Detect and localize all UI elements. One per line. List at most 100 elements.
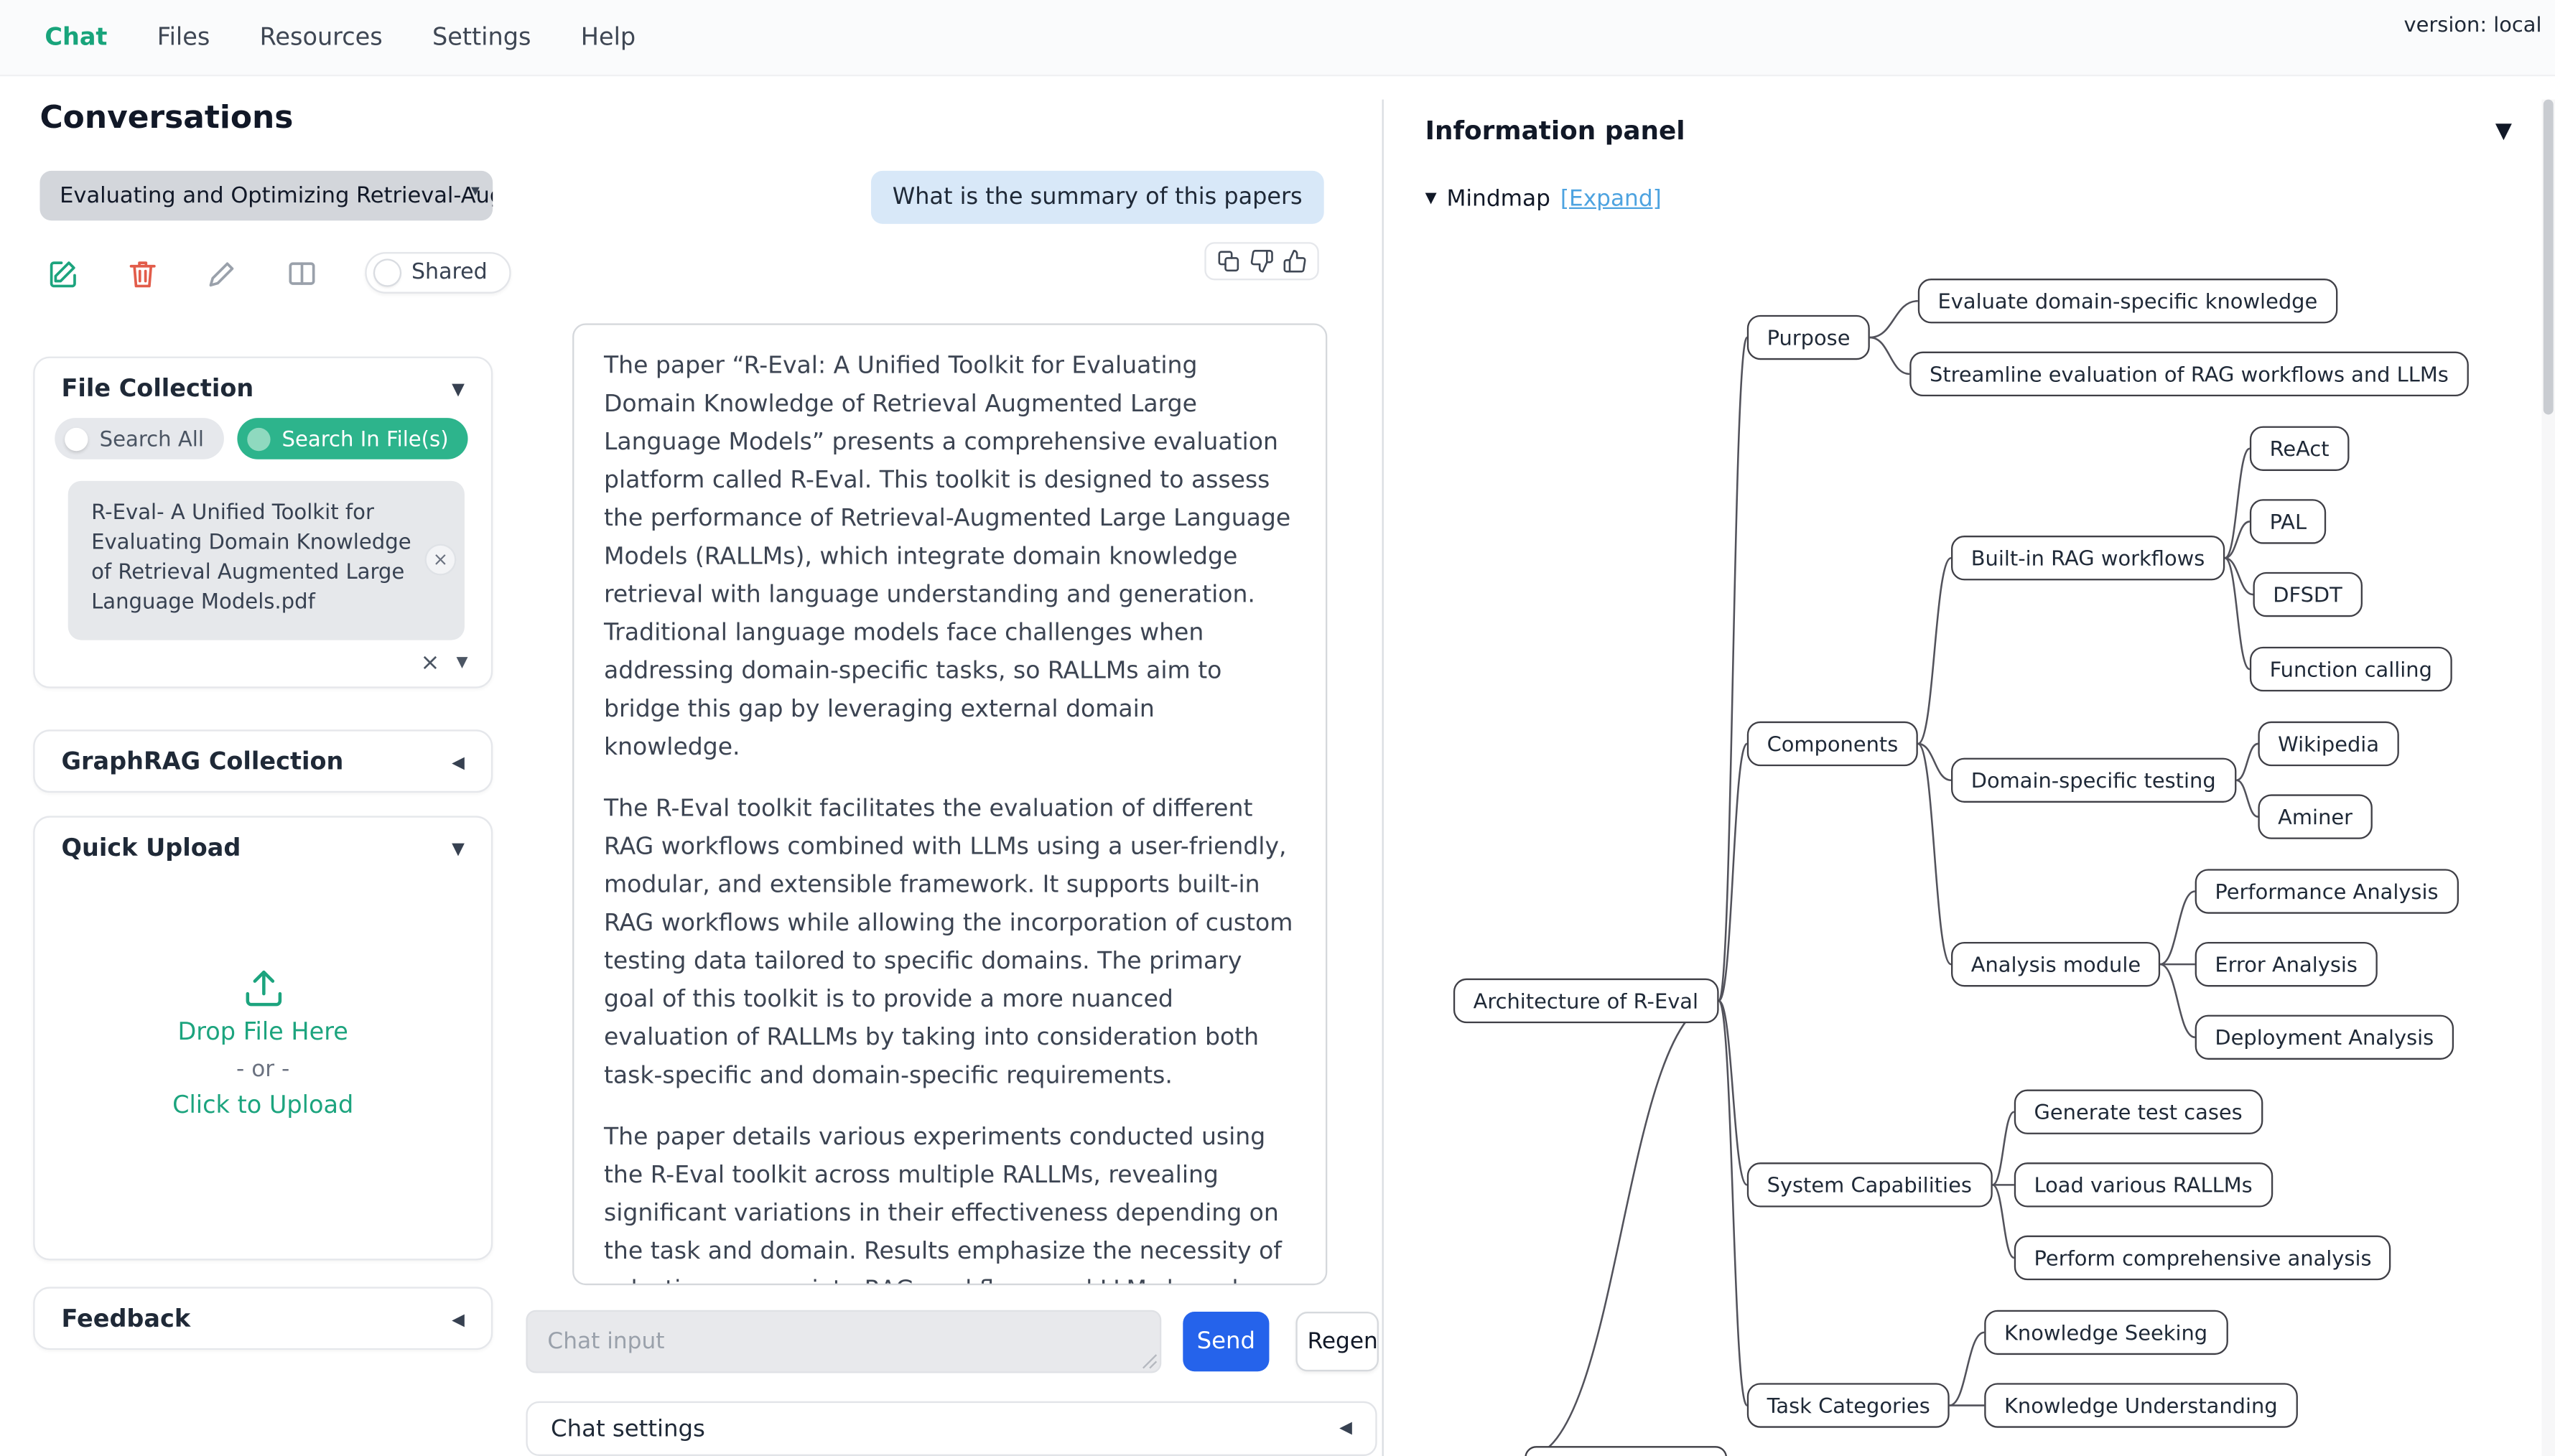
mindmap-node-p2[interactable]: Streamline evaluation of RAG workflows a… [1909,351,2469,397]
search-in-files-option[interactable]: Search In File(s) [237,418,469,459]
shared-toggle[interactable]: Shared [365,252,511,294]
graphrag-header[interactable]: GraphRAG Collection ◀ [35,732,491,795]
rename-icon[interactable] [205,256,238,289]
feedback-title: Feedback [61,1307,191,1334]
information-panel-header: Information panel ▼ [1425,116,2512,146]
file-collection-title: File Collection [61,376,254,403]
chat-settings-bar[interactable]: Chat settings ◀ [526,1401,1377,1456]
graphrag-title: GraphRAG Collection [61,750,344,776]
copy-icon[interactable] [1216,248,1242,274]
mindmap: Architecture of R-Eval Purpose Evaluate do… [1404,100,2555,1456]
feedback-panel: Feedback ◀ [33,1287,493,1350]
user-message: What is the summary of this papers [870,170,1324,224]
chat-input-row: Send Regen [526,1310,1379,1373]
file-dropdown-icon[interactable]: ▼ [456,655,468,672]
mindmap-node-components[interactable]: Components [1746,721,1919,767]
mindmap-node-am[interactable]: Analysis module [1951,941,2161,987]
top-navbar: Chat Files Resources Settings Help [0,0,2555,77]
mindmap-node-ks[interactable]: Knowledge Seeking [1984,1310,2228,1355]
graphrag-panel: GraphRAG Collection ◀ [33,729,493,793]
upload-dropzone[interactable]: Drop File Here - or - Click to Upload [35,967,491,1120]
collapse-left-icon[interactable]: ◀ [452,753,465,773]
click-to-upload-link[interactable]: Click to Upload [172,1093,354,1120]
quick-upload-panel: Quick Upload ▼ Drop File Here - or - Cli… [33,816,493,1261]
mindmap-node-ku[interactable]: Knowledge Understanding [1984,1383,2298,1428]
search-all-option[interactable]: Search All [55,418,224,459]
conversation-item[interactable]: Evaluating and Optimizing Retrieval-Augm… [39,170,493,221]
mindmap-node-p1[interactable]: Evaluate domain-specific knowledge [1917,279,2338,324]
upload-icon [245,970,281,1007]
feedback-header[interactable]: Feedback ◀ [35,1289,491,1352]
mindmap-node-rag[interactable]: Built-in RAG workflows [1951,536,2225,581]
chevron-down-icon: ▾ [471,182,480,201]
collapse-down-icon[interactable]: ▼ [1425,190,1437,207]
clear-selection-icon[interactable]: × [420,650,440,677]
mindmap-node-fc[interactable]: Function calling [2249,646,2452,692]
mindmap-node-tc[interactable]: Task Categories [1746,1383,1950,1428]
remove-file-icon[interactable]: × [426,545,455,574]
mindmap-node-sc[interactable]: System Capabilities [1746,1162,1992,1208]
nav-item-help[interactable]: Help [580,24,636,51]
delete-conversation-icon[interactable] [126,256,159,289]
sidebar: Conversations Evaluating and Optimizing … [33,100,511,1456]
message-actions [1204,242,1319,281]
shared-toggle-label: Shared [411,260,488,286]
chat-input[interactable] [526,1310,1162,1373]
radio-dot [65,426,88,451]
mindmap-node-dfsdt[interactable]: DFSDT [2253,571,2363,617]
mindmap-expand-link[interactable]: [Expand] [1560,185,1662,213]
nav-item-settings[interactable]: Settings [432,24,531,51]
file-collection-panel: File Collection ▼ Search All Search In F… [33,356,493,689]
split-view-icon[interactable] [285,256,318,289]
mindmap-node-perf[interactable]: Performance Analysis [2195,869,2459,914]
collapse-down-icon[interactable]: ▼ [452,839,465,859]
file-collection-header[interactable]: File Collection ▼ [35,358,491,421]
quick-upload-title: Quick Upload [61,836,241,863]
mindmap-node-root[interactable]: Architecture of R-Eval [1453,978,1718,1024]
conversation-item-label: Evaluating and Optimizing Retrieval-Augm [60,183,493,208]
search-all-label: Search All [99,426,204,452]
nav-item-resources[interactable]: Resources [259,24,383,51]
new-chat-icon[interactable] [47,256,80,289]
scrollbar-track[interactable] [2541,99,2555,1456]
information-panel-title: Information panel [1425,116,1685,146]
thumbs-up-icon[interactable] [1283,248,1308,274]
search-in-files-label: Search In File(s) [281,426,449,452]
regen-button[interactable]: Regen [1295,1312,1379,1372]
mindmap-node-err[interactable]: Error Analysis [2195,941,2378,987]
mindmap-node-aminer[interactable]: Aminer [2258,794,2373,839]
collapse-down-icon[interactable]: ▼ [2495,118,2512,144]
mindmap-node-partial[interactable] [1525,1446,1728,1456]
mindmap-node-lvr[interactable]: Load various RALLMs [2014,1162,2273,1208]
mindmap-node-purpose[interactable]: Purpose [1746,314,1871,360]
mindmap-edges [1530,299,2258,1456]
mindmap-node-pca[interactable]: Perform comprehensive analysis [2014,1235,2392,1281]
nav-item-files[interactable]: Files [157,24,210,51]
mindmap-node-pal[interactable]: PAL [2249,499,2327,544]
scrollbar-thumb[interactable] [2543,99,2554,415]
selected-file-chip[interactable]: R-Eval- A Unified Toolkit for Evaluating… [68,480,465,640]
collapse-down-icon[interactable]: ▼ [452,381,465,399]
mindmap-node-dep[interactable]: Deployment Analysis [2195,1014,2454,1060]
conversation-toolbar: Shared [47,252,511,294]
thumbs-down-icon[interactable] [1249,248,1275,274]
radio-dot-active [246,426,271,451]
assistant-paragraph: The paper details various experiments co… [603,1124,1282,1284]
mindmap-node-react[interactable]: ReAct [2249,426,2350,471]
chat-settings-label: Chat settings [551,1415,705,1442]
drop-file-label: Drop File Here [177,1019,348,1047]
assistant-paragraph: The R-Eval toolkit facilitates the evalu… [603,795,1293,1090]
mindmap-node-gtc[interactable]: Generate test cases [2014,1089,2263,1134]
collapse-left-icon[interactable]: ◀ [1339,1419,1352,1438]
quick-upload-header[interactable]: Quick Upload ▼ [35,818,491,881]
mindmap-node-wiki[interactable]: Wikipedia [2258,721,2399,767]
nav-item-chat[interactable]: Chat [45,24,108,51]
assistant-paragraph: The paper “R-Eval: A Unified Toolkit for… [603,353,1291,762]
send-button[interactable]: Send [1183,1312,1270,1372]
search-scope-toggle: Search All Search In File(s) [55,418,469,459]
mindmap-section-header: ▼ Mindmap [Expand] [1425,186,1662,213]
mindmap-node-dst[interactable]: Domain-specific testing [1951,757,2236,803]
selected-file-name: R-Eval- A Unified Toolkit for Evaluating… [91,499,411,614]
chat-area: What is the summary of this papers The p… [526,100,1379,1456]
collapse-left-icon[interactable]: ◀ [452,1310,465,1330]
